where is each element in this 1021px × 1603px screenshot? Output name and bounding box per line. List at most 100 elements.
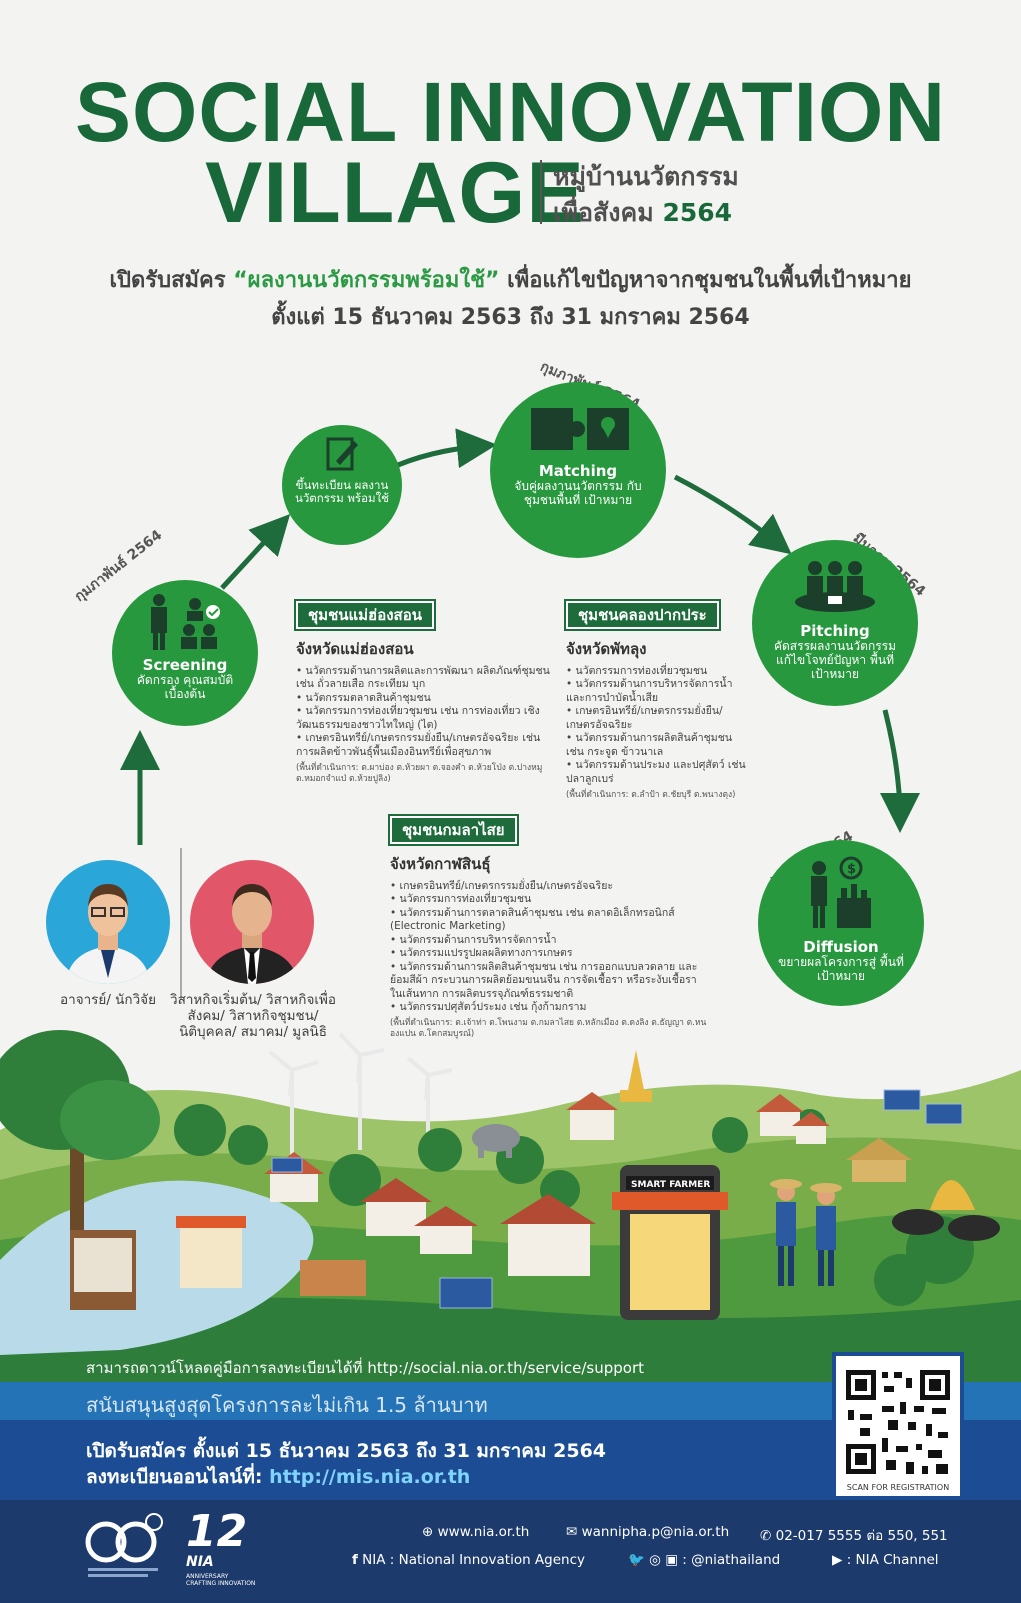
website-link[interactable]: ⊕ www.nia.or.th (422, 1524, 529, 1540)
puzzle-pieces-icon (531, 408, 629, 450)
community-block: ชุมชนคลองปากประ จังหวัดพัทลุง นวัตกรรมกา… (564, 599, 750, 801)
thai-title-line2: เพื่อสังคม 2564 (553, 193, 732, 233)
document-pen-icon (326, 437, 358, 471)
community-item: นวัตกรรมการท่องเที่ยวชุมชน (566, 665, 750, 678)
max-support-text: สนับสนุนสูงสุดโครงการละไม่เกิน 1.5 ล้านบ… (86, 1393, 488, 1417)
globe-icon: ⊕ (422, 1524, 434, 1540)
community-item: นวัตกรรมด้านการบริหารจัดการน้ำ และการบำบ… (566, 678, 750, 705)
step-pitching-desc: คัดสรรผลงานนวัตกรรม แก้ไขโจทย์ปัญหา พื้น… (773, 639, 897, 681)
community-item-list: นวัตกรรมด้านการผลิตและการพัฒนา ผลิตภัณฑ์… (296, 665, 558, 759)
community-block: ชุมชนแม่ฮ่องสอน จังหวัดแม่ฮ่องสอน นวัตกร… (294, 599, 558, 785)
presenter-people-icon (151, 594, 220, 650)
step-diffusion-name: Diffusion (803, 938, 879, 956)
community-item: นวัตกรรมการท่องเที่ยวชุมชน เช่น การท่องเ… (296, 705, 558, 732)
business-label: วิสาหกิจเริ่มต้น/ วิสาหกิจเพื่อสังคม/ วิ… (170, 992, 336, 1041)
community-province: จังหวัดพัทลุง (566, 640, 647, 658)
facebook-icon: f (352, 1552, 358, 1568)
community-item: นวัตกรรมด้านการบริหารจัดการน้ำ (390, 934, 708, 947)
community-item: เกษตรอินทรีย์/เกษตรกรรมยั่งยืน/ เกษตรอัจ… (566, 705, 750, 732)
community-tag: ชุมชนคลองปากประ (564, 599, 721, 631)
step-pitching: Pitching คัดสรรผลงานนวัตกรรม แก้ไขโจทย์ป… (752, 540, 918, 706)
community-item: เกษตรอินทรีย์/เกษตรกรรมยั่งยืน/เกษตรอัจฉ… (296, 732, 558, 759)
thai-title-line1: หมู่บ้านนวัตกรรม (553, 162, 739, 191)
step-register-desc: ขึ้นทะเบียน ผลงานนวัตกรรม พร้อมใช้ (294, 478, 389, 506)
community-item: นวัตกรรมด้านการผลิตสินค้าชุมชน เช่น กระจ… (566, 732, 750, 759)
line-icon: ▣ (665, 1552, 678, 1568)
community-item: นวัตกรรมการท่องเที่ยวชุมชน (390, 893, 708, 906)
community-item-list: เกษตรอินทรีย์/เกษตรกรรมยั่งยืน/เกษตรอัจฉ… (390, 880, 708, 1014)
process-arrows (120, 428, 920, 845)
community-province: จังหวัดแม่ฮ่องสอน (296, 640, 414, 658)
community-item: นวัตกรรมปศุสัตว์ประมง เช่น กุ้งก้ามกราม (390, 1001, 708, 1014)
step-screening-name: Screening (142, 656, 228, 674)
qr-label: SCAN FOR REGISTRATION (846, 1483, 950, 1492)
step-screening: Screening คัดกรอง คุณสมบัติ เบื้องต้น (112, 580, 258, 726)
meeting-table-icon (795, 561, 875, 612)
registration-qr-code[interactable] (832, 1352, 964, 1500)
community-item: นวัตกรรมตลาดสินค้าชุมชน (296, 692, 558, 705)
social-handle-link[interactable]: 🐦 ◎ ▣ : @niathailand (628, 1552, 780, 1568)
smart-farmer-sign: SMART FARMER (631, 1180, 710, 1190)
step-pitching-name: Pitching (800, 622, 870, 640)
logo-nia-text: NIA (186, 1554, 214, 1570)
registration-online: ลงทะเบียนออนไลน์ที่: http://mis.nia.or.t… (86, 1462, 470, 1492)
intro-line: เปิดรับสมัคร “ผลงานนวัตกรรมพร้อมใช้” เพื… (0, 262, 1021, 297)
community-note: (พื้นที่ดำเนินการ: ต.ผาบ่อง ต.ห้วยผา ต.จ… (296, 763, 543, 785)
community-item-list: นวัตกรรมการท่องเที่ยวชุมชน นวัตกรรมด้านก… (566, 665, 750, 786)
investor-money-icon: $ (811, 856, 871, 928)
registration-dates: เปิดรับสมัคร ตั้งแต่ 15 ธันวาคม 2563 ถึง… (86, 1440, 607, 1462)
website-text: www.nia.or.th (437, 1524, 530, 1540)
phone-text: 02-017 5555 ต่อ 550, 551 (775, 1528, 948, 1544)
step-screening-desc: คัดกรอง คุณสมบัติ เบื้องต้น (136, 673, 234, 701)
registration-url-link[interactable]: http://mis.nia.or.th (269, 1466, 471, 1488)
academic-label: อาจารย์/ นักวิจัย (60, 992, 156, 1008)
step-matching-desc: จับคู่ผลงานนวัตกรรม กับชุมชนพื้นที่ เป้า… (514, 479, 642, 507)
community-item: นวัตกรรมด้านประมง และปศุสัตว์ เช่น ปลาลู… (566, 759, 750, 786)
arrow-register-to-matching (397, 428, 497, 469)
community-note: (พื้นที่ดำเนินการ: ต.ลำป้า ต.ชัยบุรี ต.พ… (566, 789, 736, 800)
instagram-icon: ◎ (649, 1552, 661, 1568)
step-matching: Matching จับคู่ผลงานนวัตกรรม กับชุมชนพื้… (490, 382, 666, 558)
svg-text:$: $ (847, 862, 856, 877)
email-link[interactable]: ✉ wannipha.p@nia.or.th (566, 1524, 729, 1540)
page-title-line2: VILLAGE (205, 145, 585, 241)
business-avatar (190, 860, 314, 984)
download-guide-link[interactable]: สามารถดาวน์โหลดคู่มือการลงทะเบียนได้ที่ … (86, 1359, 645, 1377)
facebook-link[interactable]: f NIA : National Innovation Agency (352, 1552, 585, 1568)
community-province: จังหวัดกาฬสินธุ์ (390, 855, 491, 873)
people-divider (180, 848, 182, 1000)
thai-title-year: 2564 (662, 198, 733, 227)
facebook-text: NIA : National Innovation Agency (362, 1552, 586, 1568)
registration-online-label: ลงทะเบียนออนไลน์ที่: (86, 1466, 263, 1488)
intro-highlight: “ผลงานนวัตกรรมพร้อมใช้” (233, 268, 500, 293)
community-tag: ชุมชนแม่ฮ่องสอน (294, 599, 436, 631)
intro-dates: ตั้งแต่ 15 ธันวาคม 2563 ถึง 31 มกราคม 25… (271, 305, 750, 330)
intro-suffix: เพื่อแก้ไขปัญหาจากชุมชนในพื้นที่เป้าหมาย (507, 268, 912, 293)
ministry-logo-icon (85, 1513, 163, 1577)
community-item: เกษตรอินทรีย์/เกษตรกรรมยั่งยืน/เกษตรอัจฉ… (390, 880, 708, 893)
nia-12-anniversary-logo: 12 NIA ANNIVERSARY CRAFTING INNOVATION (186, 1510, 276, 1588)
email-text: wannipha.p@nia.or.th (581, 1524, 730, 1540)
thai-title-prefix: เพื่อสังคม (553, 198, 654, 227)
arrow-matching-to-pitching (673, 474, 792, 555)
community-item: นวัตกรรมด้านการตลาดสินค้าชุมชน เช่น ตลาด… (390, 907, 708, 934)
youtube-text: : NIA Channel (846, 1552, 939, 1568)
twitter-icon: 🐦 (628, 1552, 645, 1568)
arrow-screening-to-register (220, 513, 291, 590)
page-title-line1: SOCIAL INNOVATION (74, 65, 947, 159)
step-matching-name: Matching (538, 462, 618, 480)
village-landscape-illustration: SMART FARMER (0, 1030, 1021, 1382)
footer (0, 1500, 1021, 1603)
phone-link[interactable]: ✆ 02-017 5555 ต่อ 550, 551 (760, 1524, 948, 1546)
social-handle-text: : @niathailand (682, 1552, 781, 1568)
researcher-icon (66, 884, 150, 984)
community-tag: ชุมชนกมลาไสย (388, 814, 519, 846)
community-note: (พื้นที่ดำเนินการ: ต.เจ้าท่า ต.โพนงาม ต.… (390, 1018, 707, 1040)
intro-prefix: เปิดรับสมัคร (109, 268, 226, 293)
youtube-link[interactable]: ▶ : NIA Channel (832, 1552, 939, 1568)
qr-code-icon (846, 1370, 950, 1474)
arrow-pitching-to-diffusion (879, 709, 920, 833)
phone-icon: ✆ (760, 1528, 772, 1544)
step-diffusion: $ Diffusion ขยายผลโครงการสู่ พื้นที่เป้า… (758, 840, 924, 1006)
community-item: นวัตกรรมแปรรูปผลผลิตทางการเกษตร (390, 947, 708, 960)
